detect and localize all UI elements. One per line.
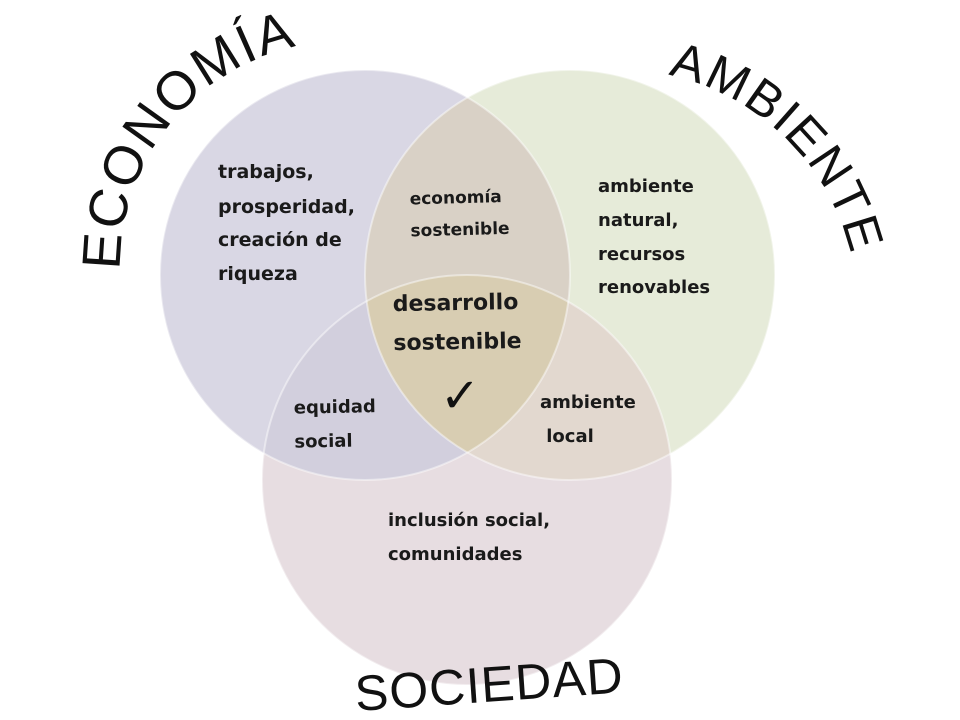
equidad-social-text: equidad social — [294, 396, 383, 453]
ambiente-line-3: recursos — [598, 244, 685, 265]
ambiente-line-2: natural, — [598, 210, 678, 231]
sociedad-outline — [261, 274, 673, 686]
equidad-line-1: equidad — [294, 396, 376, 418]
ambiente-outline — [364, 69, 776, 481]
equidad-line-2: social — [294, 431, 353, 453]
desarrollo-sostenible-text: desarrollo sostenible — [393, 290, 527, 356]
economia-sostenible-line-1: economía — [409, 187, 502, 209]
economia-line-2: prosperidad, — [218, 196, 355, 218]
sociedad-text: inclusión social, comunidades — [388, 510, 556, 565]
ambiente-line-1: ambiente — [598, 176, 694, 197]
desarrollo-line-2: sostenible — [393, 329, 522, 356]
desarrollo-line-1: desarrollo — [393, 290, 519, 317]
check-mark-icon: ✓ — [440, 368, 480, 424]
ambiente-local-line-2: local — [540, 426, 594, 447]
economia-line-3: creación de — [218, 229, 342, 251]
economia-outline — [159, 69, 571, 481]
ambiente-local-line-1: ambiente — [540, 392, 636, 413]
ambiente-line-4: renovables — [598, 277, 710, 298]
ambiente-local-text: ambiente local — [0, 0, 667, 447]
economia-sostenible-text: economía sostenible — [409, 187, 509, 242]
ambiente-sociedad-overlap — [365, 275, 672, 480]
economia-line-4: riqueza — [218, 263, 298, 285]
ambiente-text: ambiente natural, recursos renovables — [598, 176, 710, 298]
economia-text: trabajos, prosperidad, creación de rique… — [218, 161, 362, 285]
economia-line-1: trabajos, — [218, 161, 314, 183]
sociedad-line-2: comunidades — [388, 544, 522, 565]
economia-sostenible-line-2: sostenible — [410, 219, 510, 242]
sociedad-line-1: inclusión social, — [388, 510, 550, 531]
